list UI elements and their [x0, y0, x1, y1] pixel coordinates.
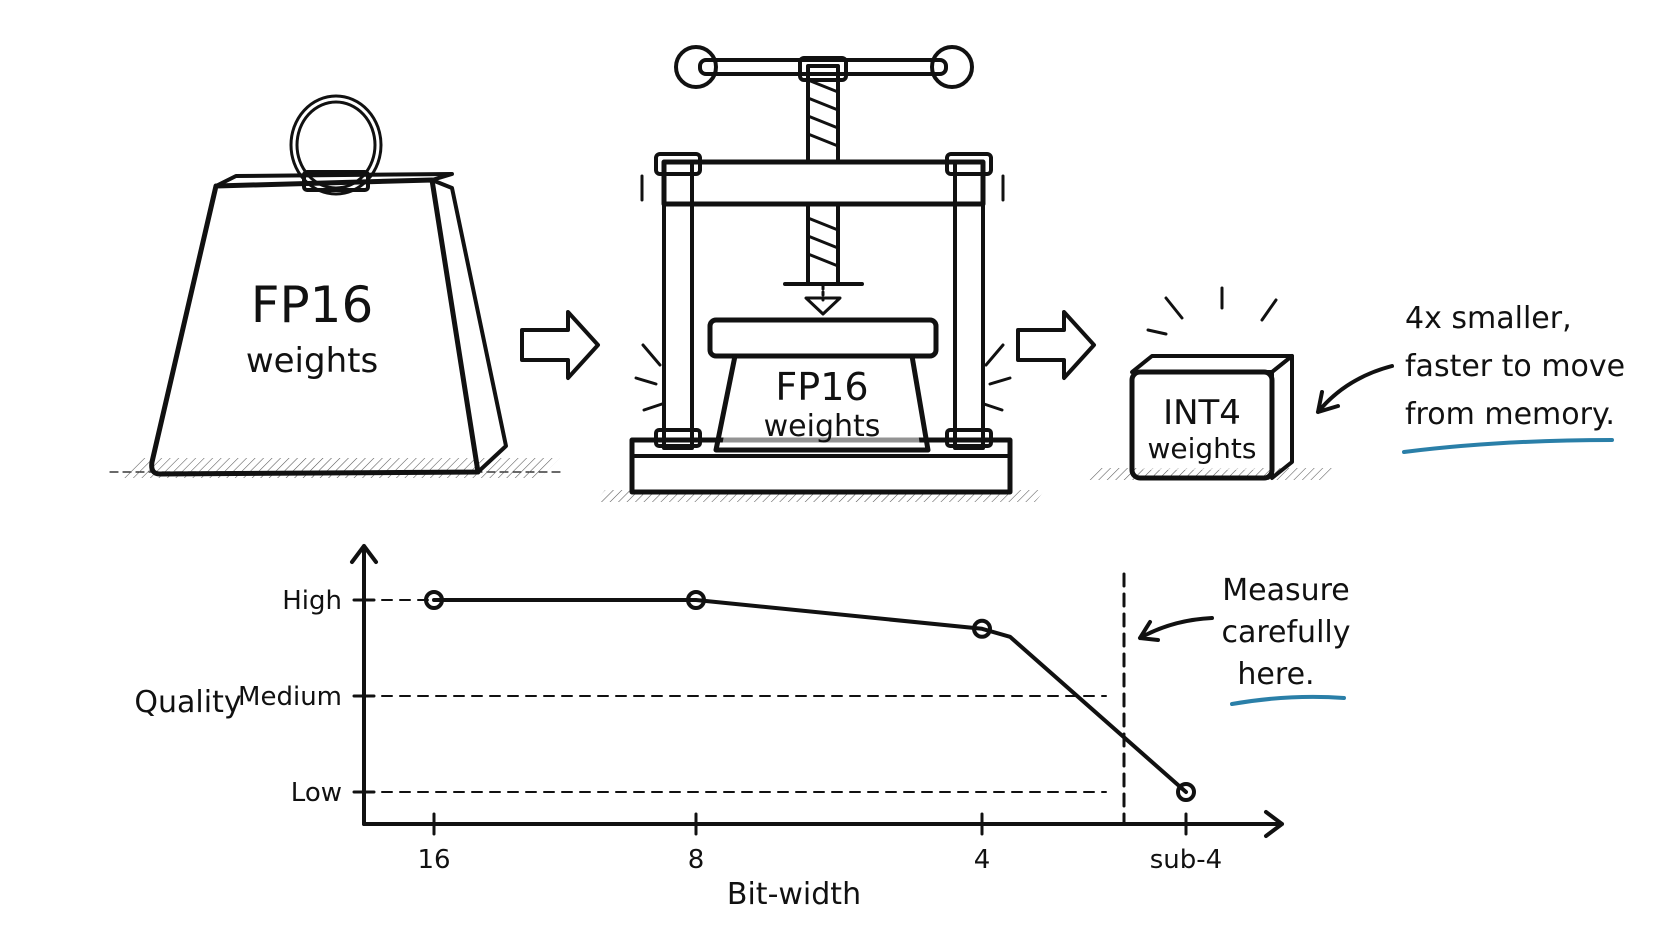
x-axis [362, 810, 1284, 838]
x-tick-label: 8 [688, 845, 705, 875]
int4-weight-block: INT4 weights [1085, 286, 1335, 481]
source-label-line1: FP16 [251, 276, 374, 334]
data-point-8 [686, 590, 706, 610]
x-tick-label: sub-4 [1150, 845, 1222, 875]
x-axis-label: Bit-width [727, 877, 861, 912]
result-note-line2: faster to move [1405, 349, 1625, 384]
measure-note-line1: Measure [1222, 573, 1350, 608]
data-point-sub-4 [1176, 782, 1196, 802]
press-handle [674, 45, 974, 89]
data-point-4 [972, 618, 992, 639]
source-label-line2: weights [246, 341, 378, 381]
result-label-line1: INT4 [1163, 393, 1241, 433]
press-label-line1: FP16 [775, 365, 868, 409]
fp16-weight-block: FP16 weights [109, 94, 561, 478]
sparkle-marks [1146, 286, 1278, 336]
result-note-arrow [1316, 364, 1394, 414]
press-crossbeam [661, 159, 986, 207]
measure-note: Measure carefully here. [1138, 573, 1351, 706]
weight-top-edge [214, 172, 454, 188]
result-note: 4x smaller, faster to move from memory. [1316, 301, 1625, 454]
press-label-line2: weights [764, 409, 881, 444]
squeeze-marks [634, 174, 1012, 412]
handle-knob-left [674, 45, 718, 89]
data-point-16 [424, 590, 444, 610]
measure-note-underline [1230, 694, 1346, 706]
arrow-to-press [520, 310, 600, 380]
weight-front-face [149, 177, 481, 477]
result-label-line2: weights [1148, 432, 1257, 465]
handle-knob-right [930, 45, 974, 89]
result-note-line3: from memory. [1405, 397, 1615, 432]
result-note-underline [1402, 438, 1614, 454]
measure-note-line3: here. [1237, 657, 1314, 692]
y-axis-label: Quality [134, 685, 241, 720]
quality-chart: Low Medium High 16 8 4 sub-4 Quality Bit-widt… [134, 544, 1351, 912]
y-tick-label: Low [291, 778, 342, 808]
arrow-to-result [1016, 310, 1096, 380]
measure-note-arrow [1138, 616, 1214, 642]
press-block [707, 317, 939, 453]
y-tick-label: High [282, 586, 342, 616]
y-axis [350, 544, 378, 826]
press-screw [798, 56, 848, 286]
x-tick-label: 4 [974, 845, 991, 875]
measure-note-line2: carefully [1221, 615, 1350, 650]
press-down-arrow [783, 282, 864, 316]
x-tick-label: 16 [417, 845, 450, 875]
y-tick-label: Medium [238, 682, 342, 712]
result-note-line1: 4x smaller, [1405, 301, 1572, 336]
press: FP16 weights [595, 45, 1045, 502]
quality-series-line [432, 598, 1188, 794]
